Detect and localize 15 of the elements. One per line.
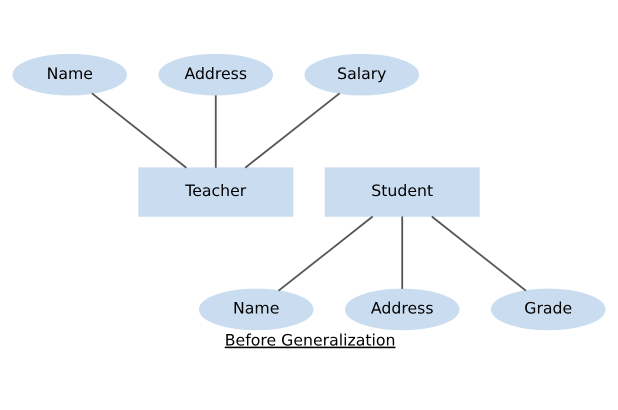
connector (214, 95, 217, 168)
node-ellipse: Address (158, 54, 274, 96)
connector (431, 216, 526, 292)
caption: Before Generalization (224, 330, 396, 350)
connector (244, 92, 340, 168)
connector (91, 92, 187, 168)
node-ellipse: Address (344, 288, 460, 330)
connector (278, 216, 374, 292)
node-box: Student (324, 167, 480, 217)
node-ellipse: Salary (304, 54, 420, 96)
node-box: Teacher (138, 167, 294, 217)
connector (401, 216, 404, 289)
node-ellipse: Name (12, 54, 128, 96)
node-ellipse: Grade (490, 288, 606, 330)
node-ellipse: Name (198, 288, 314, 330)
